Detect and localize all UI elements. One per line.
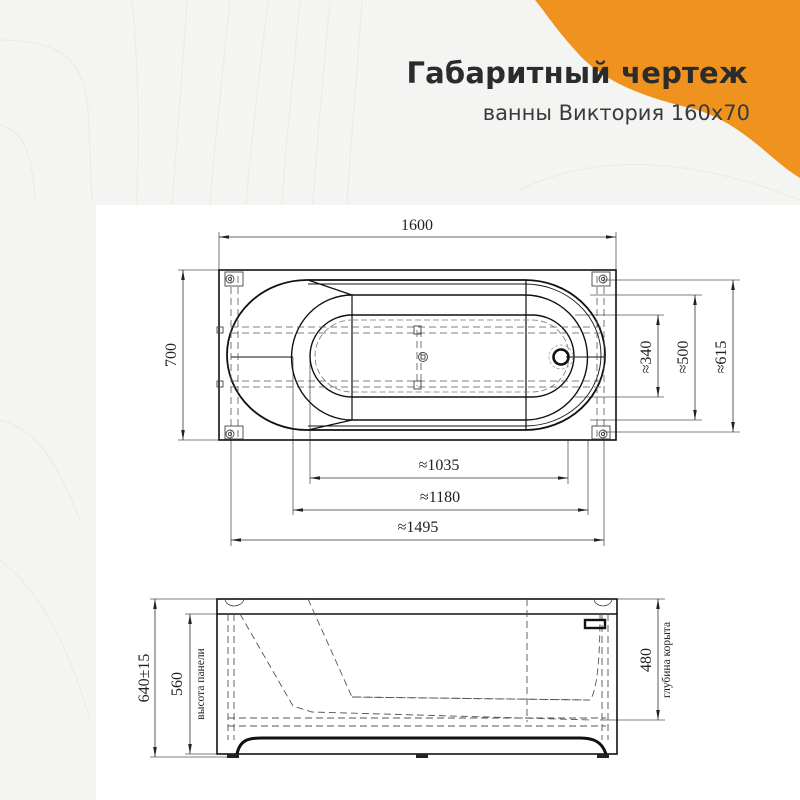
length-label: 1600: [401, 217, 433, 234]
inner-width-500-label: ≈500: [675, 341, 692, 374]
top-view: 1600 700 ≈340 ≈500 ≈615 ≈1035 ≈1180 ≈149…: [163, 217, 740, 546]
panel-height-label: 560: [169, 672, 186, 696]
drawing-panel: [96, 205, 800, 800]
inner-length-1035-label: ≈1035: [419, 457, 460, 474]
total-height-label: 640±15: [136, 654, 153, 703]
orange-wave: [535, 0, 800, 178]
inner-length-1180-label: ≈1180: [420, 489, 460, 506]
drain-icon: [552, 348, 570, 366]
panel-height-caption: высота панели: [195, 648, 207, 719]
overflow-icon: [583, 618, 607, 630]
inner-width-615-label: ≈615: [713, 341, 730, 374]
inner-width-340-label: ≈340: [638, 341, 655, 374]
width-label: 700: [163, 343, 180, 367]
basin-depth-label: 480: [638, 648, 655, 672]
page-title: Габаритный чертеж: [406, 56, 748, 90]
side-view: 640±15 560 высота панели 480 глубина кор…: [136, 598, 673, 758]
mount-icon: [216, 271, 611, 440]
inner-length-1495-label: ≈1495: [398, 519, 439, 536]
basin-depth-caption: глубина корыта: [661, 622, 673, 698]
page-subtitle: ванны Виктория 160х70: [482, 101, 750, 125]
